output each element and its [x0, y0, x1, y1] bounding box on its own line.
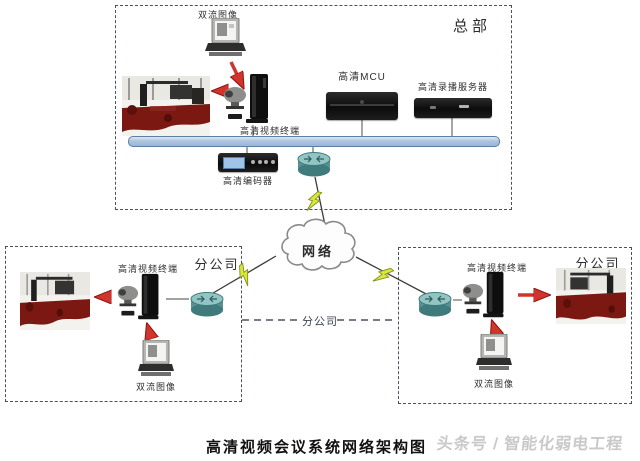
branch-right-conference-room-photo — [556, 268, 626, 324]
branch-left-router-icon — [189, 291, 225, 318]
branch-left-laptop-icon — [138, 340, 174, 378]
branch-right-box — [398, 247, 632, 404]
branch-right-dual-stream-label: 双流图像 — [473, 379, 514, 389]
branch-left-box — [5, 246, 242, 402]
hq-router-icon — [296, 151, 332, 178]
branch-left-terminal-label: 高清视频终端 — [118, 264, 179, 274]
headquarters-label: 总部 — [452, 18, 491, 35]
hq-recording-server-icon — [414, 98, 492, 118]
hq-encoder-label: 高清编码器 — [222, 176, 273, 186]
hq-encoder-icon — [218, 153, 278, 172]
hq-video-terminal-icon — [220, 72, 274, 126]
branch-left-dual-stream-label: 双流图像 — [135, 382, 176, 392]
lightning-icon — [372, 267, 395, 282]
hq-dual-stream-label: 双流图像 — [197, 10, 238, 20]
lan-bus-bar — [128, 136, 500, 147]
hq-recorder-label: 高清录播服务器 — [417, 82, 488, 92]
watermark-text: 头条号 / 智能化弱电工程 — [435, 436, 624, 453]
branch-right-router-icon — [417, 291, 453, 318]
hq-laptop-icon — [203, 18, 247, 59]
diagram-title: 高清视频会议系统网络架构图 — [206, 439, 428, 456]
hq-mcu-label: 高清MCU — [338, 72, 386, 83]
branch-right-terminal-label: 高清视频终端 — [466, 263, 527, 273]
branch-right-laptop-icon — [476, 334, 512, 372]
branch-right-label: 分公司 — [575, 256, 621, 271]
hq-mcu-icon — [326, 92, 398, 120]
branch-middle-label: 分公司 — [302, 316, 338, 328]
branch-left-video-terminal-icon — [112, 272, 166, 322]
branch-right-video-terminal-icon — [456, 270, 512, 320]
branch-left-label: 分公司 — [194, 257, 240, 272]
hq-terminal-label: 高清视频终端 — [239, 126, 300, 136]
hq-conference-room-photo — [122, 76, 210, 136]
network-cloud-label: 网络 — [302, 244, 335, 259]
branch-left-conference-room-photo — [20, 272, 90, 330]
